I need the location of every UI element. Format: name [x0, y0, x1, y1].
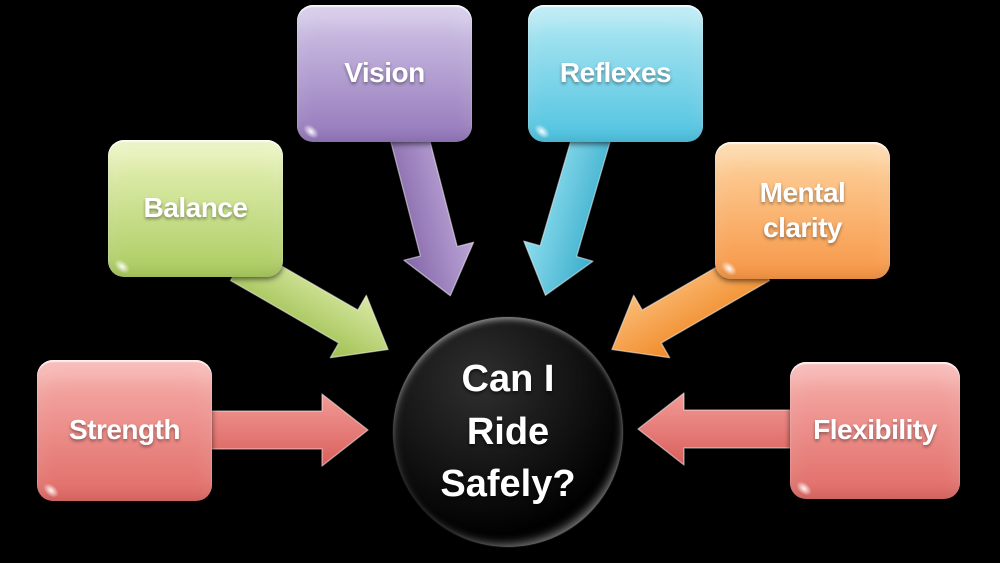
- node-reflexes: Reflexes: [528, 5, 703, 142]
- node-vision: Vision: [297, 5, 472, 142]
- arrow-vision: [389, 130, 475, 297]
- center-label: Can I Ride Safely?: [440, 358, 576, 506]
- node-reflexes-label: Reflexes: [559, 57, 672, 89]
- node-balance-label: Balance: [143, 192, 248, 224]
- node-flexibility-label: Flexibility: [813, 414, 937, 446]
- node-mental-clarity: Mental clarity: [715, 142, 890, 279]
- node-flexibility: Flexibility: [790, 362, 960, 499]
- center-circle: Can I Ride Safely?: [393, 317, 623, 547]
- arrow-flexibility: [637, 392, 796, 466]
- node-vision-label: Vision: [344, 57, 425, 89]
- arrow-reflexes: [523, 130, 611, 296]
- node-strength-label: Strength: [68, 414, 181, 446]
- node-balance: Balance: [108, 140, 283, 277]
- node-strength: Strength: [37, 360, 212, 501]
- node-mental-clarity-label: Mental clarity: [759, 177, 846, 243]
- arrow-strength: [204, 393, 369, 467]
